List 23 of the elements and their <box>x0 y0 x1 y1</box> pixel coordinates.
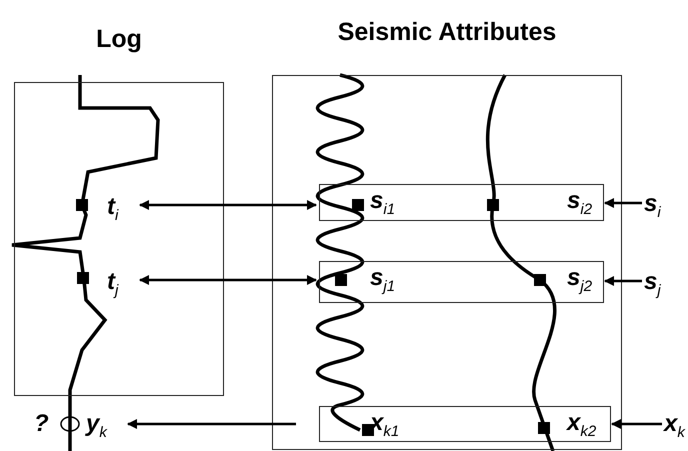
sample-window <box>319 406 611 442</box>
attribute-symbol: s$_{j2}$ <box>567 264 592 297</box>
panel-heading: Log <box>95 25 143 54</box>
math-symbol: t$_{i}$ <box>107 193 118 230</box>
arrow <box>604 198 642 208</box>
arrow <box>611 419 662 429</box>
double-arrow <box>139 200 317 210</box>
sample-window <box>319 184 604 221</box>
math-symbol: s$_{i}$ <box>644 190 661 227</box>
attribute-symbol: x$_{k2}$ <box>567 409 596 442</box>
math-symbol: s$_{j}$ <box>644 268 661 305</box>
sample-window <box>319 261 604 303</box>
math-symbol: t$_{j}$ <box>107 268 118 305</box>
panel-heading: Seismic Attributes <box>336 18 558 47</box>
math-symbol: x$_{k}$ <box>664 410 685 447</box>
math-symbol: y$_{k}$ <box>86 410 107 447</box>
arrow <box>127 419 296 429</box>
double-arrow <box>139 275 317 285</box>
attribute-symbol: s$_{i1}$ <box>370 187 396 220</box>
arrow <box>604 276 642 286</box>
attribute-symbol: s$_{i2}$ <box>567 187 592 220</box>
unknown-mark: ? <box>34 410 49 438</box>
attribute-symbol: s$_{j1}$ <box>370 264 396 297</box>
